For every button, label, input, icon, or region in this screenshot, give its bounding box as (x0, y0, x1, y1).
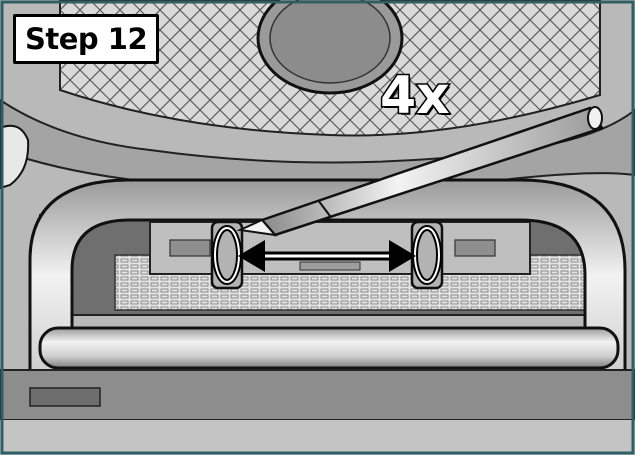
quantity-callout: 4x (379, 66, 452, 126)
measure-arrow-icon (238, 240, 416, 272)
step-label: Step 12 (13, 14, 160, 64)
side-clamp (0, 124, 30, 190)
marker-pen-icon (236, 106, 604, 237)
bull-bar-cross-tube (38, 326, 620, 370)
bull-bar-hoop (28, 178, 627, 455)
ground-area (0, 420, 635, 455)
lower-bumper (0, 369, 635, 421)
